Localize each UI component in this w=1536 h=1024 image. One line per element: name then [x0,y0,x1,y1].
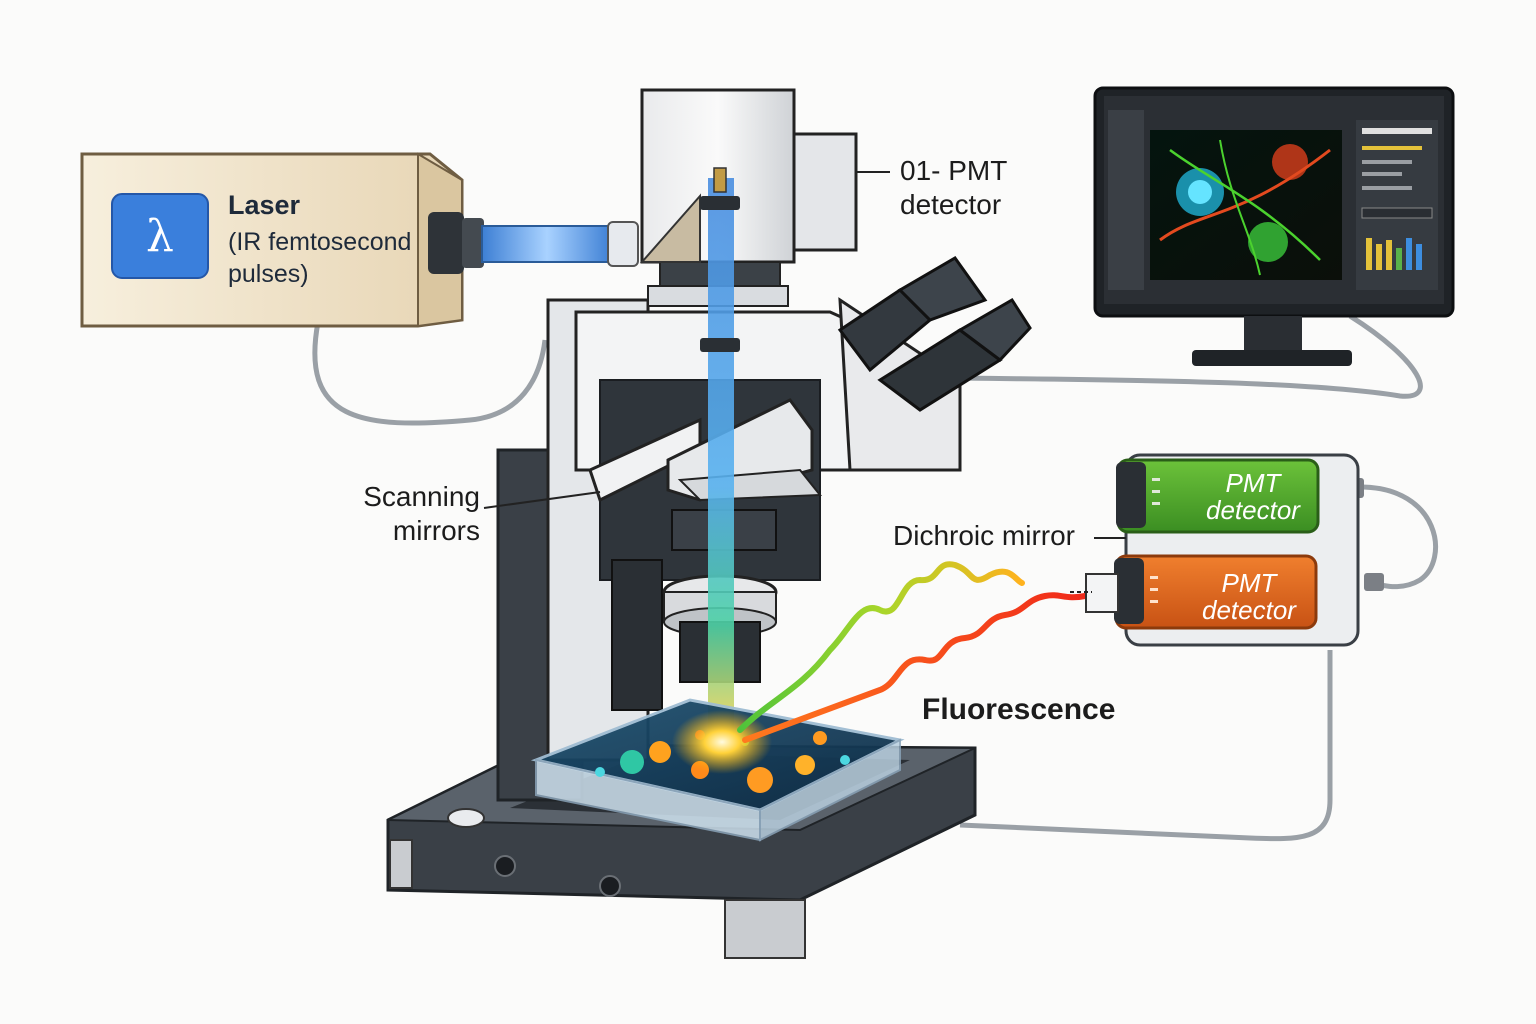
top-pmt-label-line2: detector [900,189,1002,220]
laser-title: Laser [228,190,301,220]
sample-dish [530,698,905,842]
top-pmt-label-line1: 01- PMT [900,155,1008,186]
monitor-neck [1244,316,1302,352]
scanning-mirror-leader [483,491,601,509]
pmt-orange-line2: detector [1202,595,1296,625]
horizontal-laser-beam [481,221,639,267]
monitor-side-panel [1108,110,1438,290]
pmt-green-label: PMT detector [1178,470,1328,524]
monitor-image-panel [1150,130,1342,280]
focal-spot-glow [672,710,772,774]
objective-lens [662,509,778,683]
fluorescence-label: Fluorescence [922,693,1116,726]
pmt-green-line2: detector [1206,495,1300,525]
scanning-label-line2: mirrors [392,515,480,546]
pmt-module [1085,453,1360,647]
leader-lines [483,171,1126,593]
monitor-fluorescence-image [1159,139,1331,276]
green-emission-wave [737,561,1025,733]
pmt-orange-label: PMT detector [1174,570,1324,624]
scanning-label-line1: Scanning [363,481,480,512]
microscope-to-monitor-cable [959,313,1423,399]
pmt-side-cable [1359,484,1438,590]
laser-subtitle: (IR femtosecond pulses) [228,226,411,290]
cables [312,313,1438,842]
base-knob [447,808,485,828]
lambda-icon [111,193,209,279]
pmt-to-stage-cable [959,650,1333,842]
scanning-mirrors-label: Scanning mirrors [350,480,480,548]
dichroic-mirror-label: Dichroic mirror [893,520,1075,551]
microscope-head [639,88,858,307]
dichroic-mirror-block [1085,573,1119,613]
pmt-green-line1: PMT [1225,468,1281,498]
laser-subtitle-line1: (IR femtosecond [228,228,412,256]
pmt-orange-line1: PMT [1221,568,1277,598]
top-pmt-label: 01- PMT detector [900,154,1007,222]
focus-knob-right [599,875,621,897]
fluorescence-emission [737,561,1088,743]
focus-knob-left [494,855,516,877]
eyepieces [837,256,1032,412]
vertical-laser-beam [700,167,740,738]
laser-output-lens [428,212,484,274]
monitor-stand [1192,350,1352,366]
laser-subtitle-line2: pulses) [228,260,309,288]
red-emission-wave [742,592,1088,743]
laser-to-microscope-cable [312,321,548,426]
monitor [1093,86,1455,366]
lambda-icon-glyph: λ [146,210,174,262]
